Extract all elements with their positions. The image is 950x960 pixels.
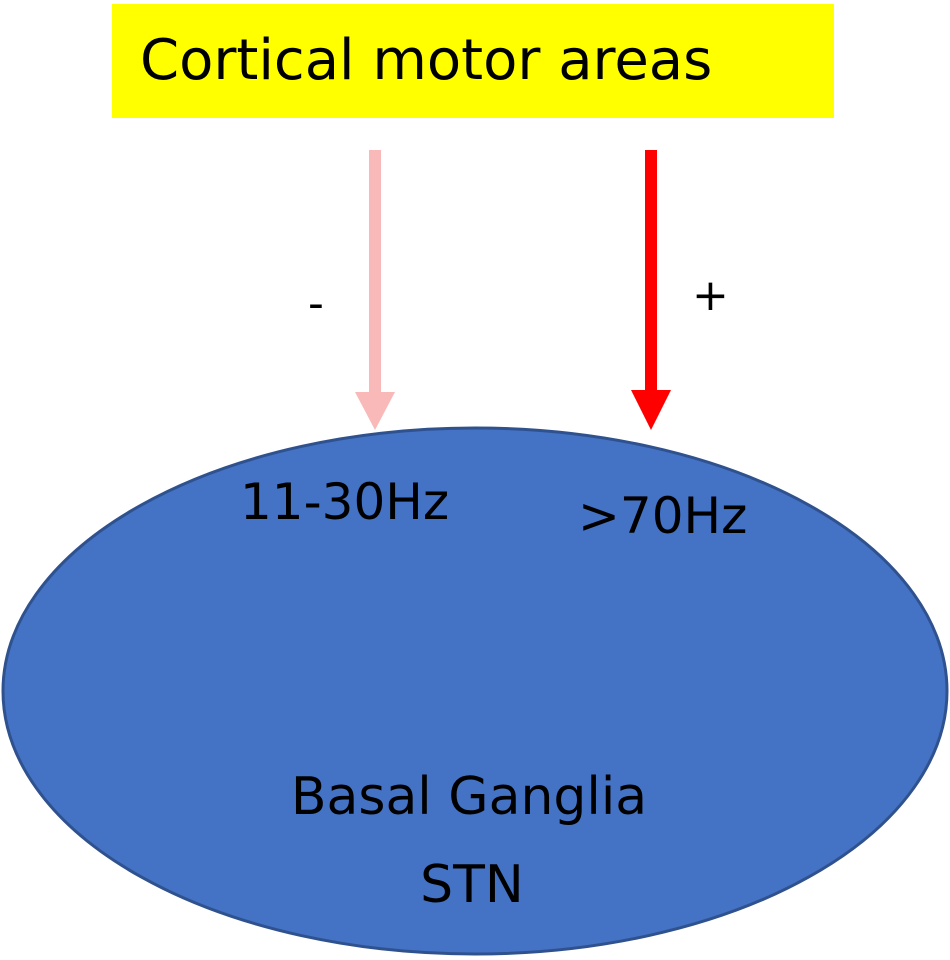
arrow-gamma-excitatory <box>631 150 671 430</box>
cortical-motor-areas-label: Cortical motor areas <box>140 28 713 93</box>
inhibitory-sign: - <box>308 278 324 329</box>
excitatory-sign: + <box>692 270 729 321</box>
arrow-beta-head <box>355 392 395 430</box>
beta-frequency-label: 11-30Hz <box>240 473 450 531</box>
arrow-gamma-head <box>631 390 671 430</box>
arrow-gamma-shaft <box>645 150 657 396</box>
gamma-frequency-label: >70Hz <box>578 487 748 545</box>
cortical-motor-areas-box <box>112 4 834 118</box>
stn-label: STN <box>420 855 524 915</box>
basal-ganglia-ellipse <box>1 426 949 956</box>
basal-ganglia-label: Basal Ganglia <box>290 767 648 827</box>
arrow-beta-shaft <box>369 150 381 398</box>
arrow-beta-inhibitory <box>355 150 395 430</box>
